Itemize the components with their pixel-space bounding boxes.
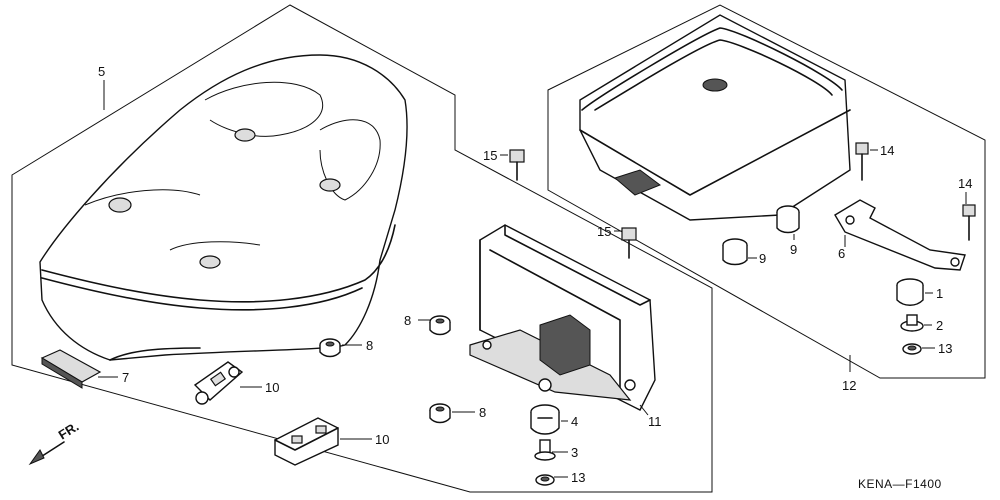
bolt-part-15-b xyxy=(621,227,637,259)
bracket-part-11 xyxy=(469,224,656,411)
callout-15-b: 15 xyxy=(597,224,611,239)
callout-8-a: 8 xyxy=(366,338,373,353)
callout-2: 2 xyxy=(936,318,943,333)
rubber-part-9-a xyxy=(722,238,748,266)
callout-5: 5 xyxy=(98,64,105,79)
callout-6: 6 xyxy=(838,246,845,261)
nut-part-13-right xyxy=(902,343,922,355)
nut-part-13-lower xyxy=(535,474,555,486)
callout-11: 11 xyxy=(648,414,662,429)
clamp-part-10-lower xyxy=(274,417,339,466)
callout-10-lower: 10 xyxy=(375,432,389,447)
callout-13-lower: 13 xyxy=(571,470,585,485)
front-direction-arrow-icon xyxy=(28,441,65,466)
grommet-part-8-c xyxy=(429,403,451,424)
callout-13-right: 13 xyxy=(938,341,952,356)
callout-4: 4 xyxy=(571,414,578,429)
pad-part-7 xyxy=(40,349,102,389)
luggage-box-group-outline xyxy=(547,4,986,379)
callout-10-upper: 10 xyxy=(265,380,279,395)
seat-group-outline xyxy=(11,4,713,493)
collar-part-3 xyxy=(534,439,556,461)
rubber-part-9-b xyxy=(776,205,800,234)
front-direction-label: FR. xyxy=(56,419,82,443)
callout-7: 7 xyxy=(122,370,129,385)
bolt-part-14-b xyxy=(962,204,976,241)
stay-part-6 xyxy=(834,199,966,271)
callout-14-b: 14 xyxy=(958,176,972,191)
callout-15-a: 15 xyxy=(483,148,497,163)
luggage-box-part-12 xyxy=(579,14,851,221)
bolt-part-14-a xyxy=(855,142,869,181)
callout-8-b: 8 xyxy=(404,313,411,328)
callout-1: 1 xyxy=(936,286,943,301)
callout-9-b: 9 xyxy=(790,242,797,257)
grommet-part-8-b xyxy=(429,315,451,336)
bolt-part-15-a xyxy=(509,149,525,181)
collar-part-2 xyxy=(900,314,924,332)
damper-part-4 xyxy=(530,404,560,435)
callout-9-a: 9 xyxy=(759,251,766,266)
seat-part-5 xyxy=(39,54,408,361)
callout-14-a: 14 xyxy=(880,143,894,158)
callout-3: 3 xyxy=(571,445,578,460)
diagram-code: KENA—F1400 xyxy=(858,477,942,491)
damper-part-1 xyxy=(896,278,924,306)
leader-lines xyxy=(98,80,967,478)
grommet-part-8-a xyxy=(319,338,341,358)
clamp-part-10-upper xyxy=(193,361,244,405)
callout-12: 12 xyxy=(842,378,856,393)
callout-8-c: 8 xyxy=(479,405,486,420)
